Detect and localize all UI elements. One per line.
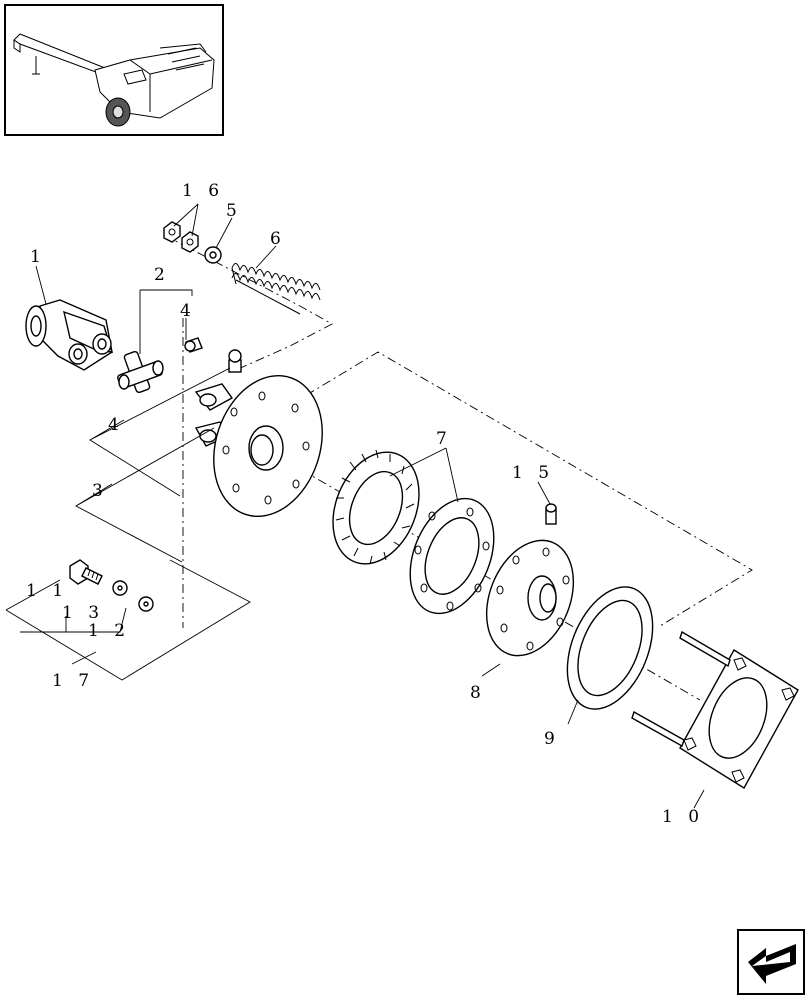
part-cross-journal[interactable] xyxy=(117,350,164,394)
arrow-left-icon[interactable] xyxy=(737,929,805,995)
part-hub-plate[interactable] xyxy=(470,527,589,668)
part-lock-washer[interactable] xyxy=(112,580,128,596)
part-flange-hub[interactable] xyxy=(194,361,340,530)
part-thrust-ring[interactable] xyxy=(551,574,669,721)
leader-lines xyxy=(5,203,705,809)
machine-thumbnail[interactable] xyxy=(4,4,224,136)
callout-12: 1 2 xyxy=(88,621,130,641)
callout-4-lower: 4 xyxy=(108,415,124,435)
part-nut-a[interactable] xyxy=(163,221,181,243)
callout-8: 8 xyxy=(470,683,486,703)
callout-6: 6 xyxy=(270,229,286,249)
callout-10: 1 0 xyxy=(662,807,704,827)
callout-2: 2 xyxy=(154,265,170,285)
part-bearing-flange[interactable] xyxy=(631,630,799,789)
part-grease-fitting-upper[interactable] xyxy=(184,337,203,353)
callout-17: 1 7 xyxy=(52,671,94,691)
callout-3: 3 xyxy=(92,481,108,501)
callout-15: 1 5 xyxy=(512,463,554,483)
callout-1: 1 xyxy=(30,247,46,267)
part-washer[interactable] xyxy=(204,246,222,264)
callout-4-upper: 4 xyxy=(180,301,196,321)
callout-9: 9 xyxy=(544,729,560,749)
part-nut-b[interactable] xyxy=(181,231,199,253)
callout-13: 1 3 xyxy=(62,603,104,623)
callout-11: 1 1 xyxy=(26,581,68,601)
part-friction-disc-plate[interactable] xyxy=(394,486,509,626)
part-flat-washer[interactable] xyxy=(138,596,154,612)
centerline-hardware xyxy=(163,234,333,628)
part-spring[interactable] xyxy=(231,263,321,315)
callout-7: 7 xyxy=(436,429,452,449)
callout-5: 5 xyxy=(226,201,242,221)
part-bolt[interactable] xyxy=(69,559,103,585)
part-grease-fitting-hub[interactable] xyxy=(545,503,557,525)
part-yoke[interactable] xyxy=(25,299,113,371)
callout-16: 1 6 xyxy=(182,181,224,201)
callout-labels: 1 2 3 4 4 5 6 7 8 9 1 0 1 1 1 2 1 3 1 5 … xyxy=(26,181,704,827)
part-grease-fitting-flange[interactable] xyxy=(228,349,242,373)
